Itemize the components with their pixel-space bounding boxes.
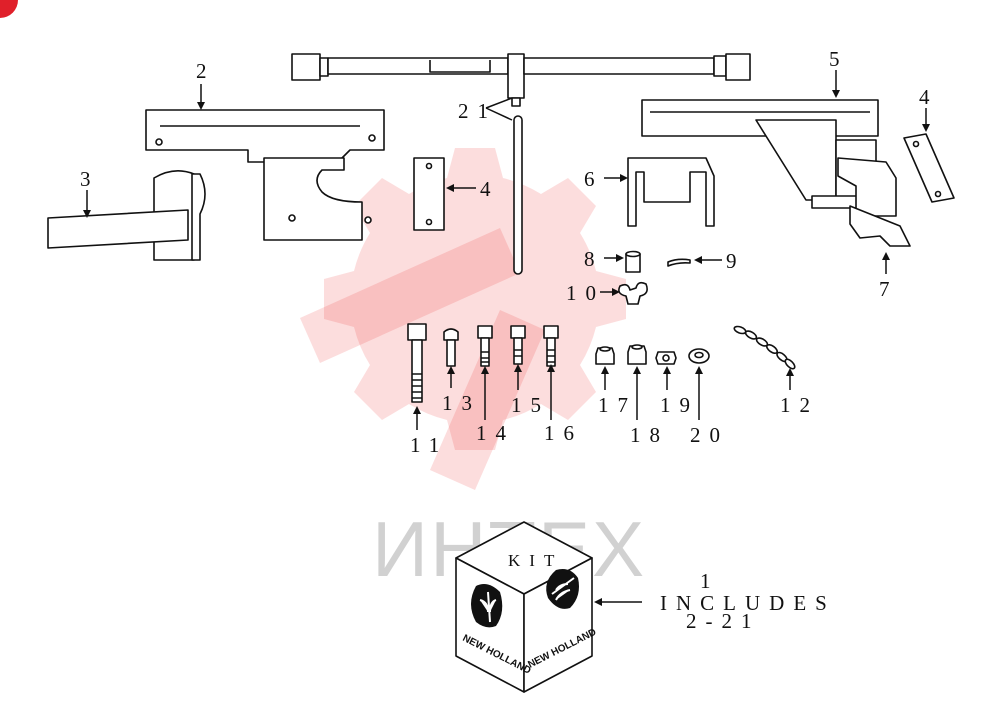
corner-mark [0, 0, 18, 18]
label-21: 21 [458, 99, 497, 123]
kit-label: KIT [508, 551, 563, 570]
arrow-8 [616, 254, 624, 262]
leader-21b [485, 107, 513, 121]
part-shaft-top [291, 53, 751, 107]
arrow-17 [601, 366, 609, 374]
label-16: 16 [544, 421, 583, 445]
label-7: 7 [879, 277, 899, 301]
label-17: 17 [598, 393, 637, 417]
part-sleeve [625, 250, 641, 273]
arrow-6 [620, 174, 628, 182]
label-4b: 4 [919, 85, 939, 109]
label-15: 15 [511, 393, 550, 417]
arrow-18 [633, 366, 641, 374]
arrow-4b [922, 124, 930, 132]
label-3: 3 [80, 167, 100, 191]
leader-21a [485, 97, 513, 109]
part-washer [688, 348, 710, 364]
part-bracket-left [145, 109, 385, 241]
part-bolt-16 [543, 325, 559, 367]
label-4a: 4 [480, 177, 500, 201]
label-18: 18 [630, 423, 669, 447]
arrow-19 [663, 366, 671, 374]
arrow-9 [694, 256, 702, 264]
includes-range: 2-21 [686, 609, 761, 633]
label-10: 10 [566, 281, 605, 305]
part-plate-right [903, 133, 955, 203]
arrow-13 [447, 366, 455, 374]
part-arm-left [47, 170, 206, 261]
label-1: 1 [700, 569, 720, 593]
label-19: 19 [660, 393, 699, 417]
includes-text: INCLUDES [660, 591, 836, 615]
arrow-20 [695, 366, 703, 374]
arrow-5 [832, 90, 840, 98]
part-plate-left [413, 157, 445, 231]
part-nut-19 [655, 351, 677, 365]
part-nut-18 [627, 344, 647, 365]
arrow-4a [446, 184, 454, 192]
arrow-11 [413, 406, 421, 414]
arrow-2 [197, 102, 205, 110]
arrow-12 [786, 368, 794, 376]
part-bent-hook [837, 157, 911, 247]
part-bolt-15 [510, 325, 526, 365]
label-8: 8 [584, 247, 604, 271]
label-9: 9 [726, 249, 746, 273]
label-11: 11 [410, 433, 448, 457]
label-5: 5 [829, 47, 849, 71]
label-2: 2 [196, 59, 216, 83]
arrow-3 [83, 210, 91, 218]
part-bolt-carriage [443, 328, 459, 367]
part-vertical-rod [513, 115, 523, 275]
part-bolt-14 [477, 325, 493, 367]
arrow-16 [547, 364, 555, 372]
part-cotter-pin [667, 258, 691, 267]
arrow-14 [481, 366, 489, 374]
label-12: 12 [780, 393, 819, 417]
arrow-15 [514, 364, 522, 372]
label-14: 14 [476, 421, 515, 445]
arrow-10 [612, 288, 620, 296]
part-u-bracket [627, 157, 715, 227]
part-bolt-long [407, 323, 427, 403]
new-holland-leaf-icon-right [546, 569, 579, 609]
part-wing-nut [618, 281, 648, 305]
new-holland-leaf-icon-left [471, 584, 503, 628]
part-nut-17 [595, 346, 615, 365]
label-6: 6 [584, 167, 604, 191]
arrow-1 [594, 598, 602, 606]
part-chain [733, 325, 796, 370]
label-20: 20 [690, 423, 729, 447]
label-13: 13 [442, 391, 481, 415]
arrow-7 [882, 252, 890, 260]
